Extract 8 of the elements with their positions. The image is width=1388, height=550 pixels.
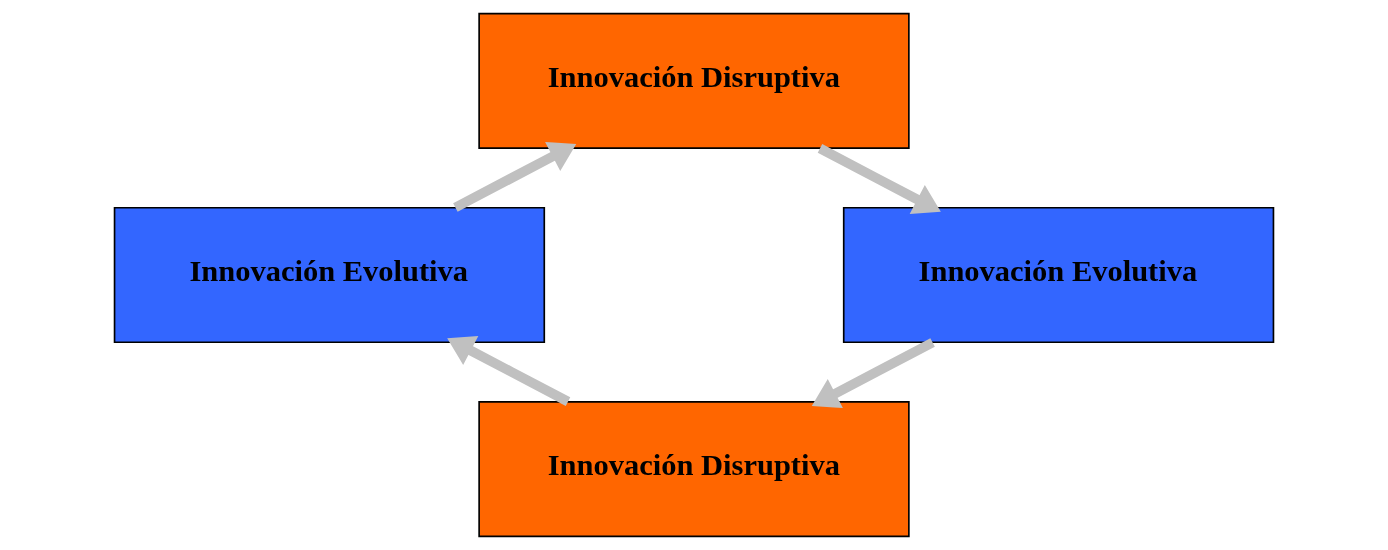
node-box: Innovación Disruptiva [478, 12, 910, 149]
node-box: Innovación Evolutiva [113, 206, 546, 344]
arrow [817, 144, 941, 214]
node-box: Innovación Disruptiva [478, 401, 910, 538]
arrow [811, 338, 935, 408]
arrow [447, 336, 571, 406]
arrow [453, 142, 577, 212]
node-box: Innovación Evolutiva [842, 206, 1275, 344]
